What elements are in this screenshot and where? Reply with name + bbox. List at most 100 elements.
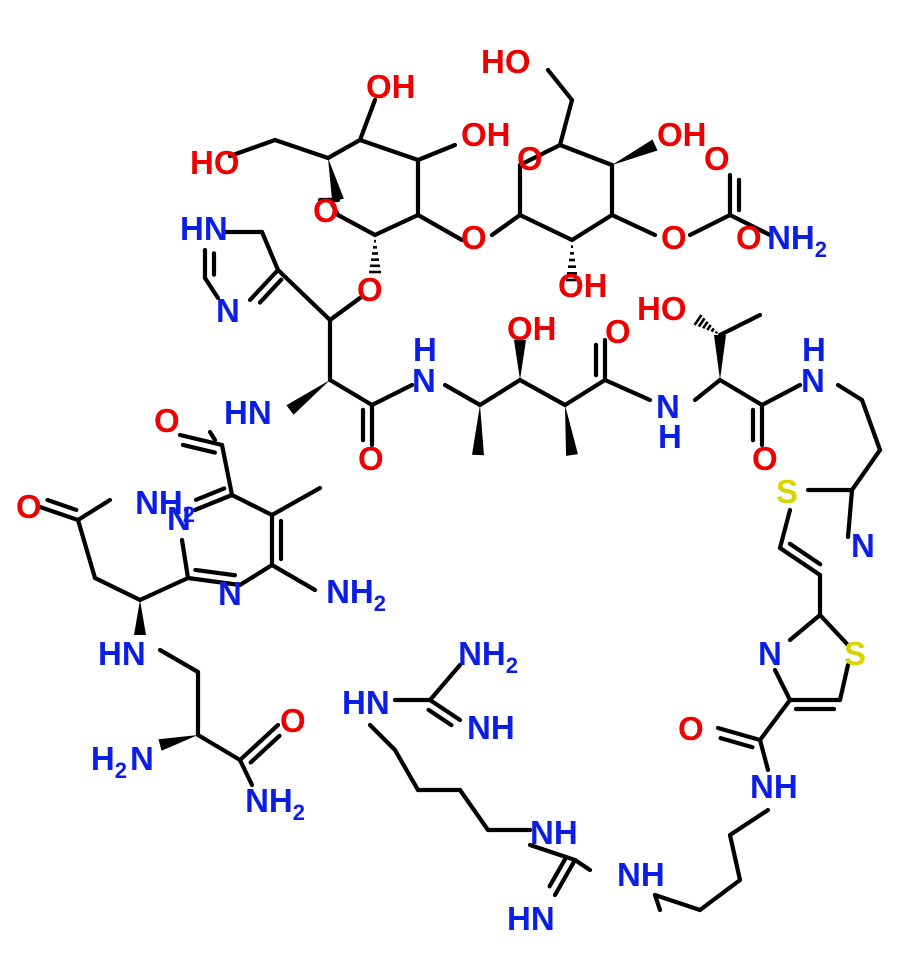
atom-label-o: HO <box>190 144 240 181</box>
bond <box>207 429 218 443</box>
bond <box>547 857 567 889</box>
wedge-bond <box>514 340 526 380</box>
atom-label-s: S <box>844 635 866 672</box>
bond <box>442 382 483 408</box>
atom-label-o: O <box>704 140 730 177</box>
bond <box>517 142 563 168</box>
atom-label-o: OH <box>461 116 511 153</box>
atom-label-n: N <box>801 362 825 399</box>
bond <box>92 575 143 603</box>
bond <box>727 212 773 238</box>
bond <box>837 662 851 703</box>
bond <box>835 382 865 403</box>
bond <box>787 541 823 567</box>
bond <box>717 312 763 338</box>
atom-label-o: O <box>736 219 762 256</box>
bond <box>192 492 235 513</box>
atom-label-n: H <box>658 418 682 455</box>
bond <box>195 732 243 763</box>
hash-bond <box>706 324 712 331</box>
bond <box>369 382 415 408</box>
atom-label-o: O <box>461 219 487 256</box>
atom-label-n: N <box>216 292 240 329</box>
bond <box>185 575 243 588</box>
atom-label-n: NH2 <box>135 484 195 527</box>
wedge-bond <box>134 600 146 635</box>
atom-label-n: HN <box>224 394 272 431</box>
bond <box>415 142 458 163</box>
atom-label-o: HO <box>481 43 531 80</box>
bond <box>157 647 201 675</box>
atom-label-n: NH <box>750 768 798 805</box>
bond <box>219 442 235 498</box>
bond <box>415 212 465 243</box>
bond <box>757 737 771 773</box>
bond <box>269 562 318 593</box>
bond <box>269 485 323 518</box>
bond <box>517 377 568 408</box>
bond <box>45 497 79 513</box>
wedge-bond <box>714 335 726 380</box>
bond <box>715 725 763 743</box>
atom-label-n: H2 <box>91 740 127 783</box>
atom-label-n: N <box>167 500 191 537</box>
bond <box>845 487 855 540</box>
atom-label-n: HN <box>180 210 228 247</box>
atom-label-n: N <box>130 740 154 777</box>
bond <box>193 486 227 502</box>
bond <box>193 567 238 578</box>
wedge-bond <box>328 158 344 202</box>
atom-label-o: O <box>313 192 339 229</box>
atom-label-n: H <box>413 331 437 368</box>
bond <box>759 382 803 408</box>
atom-label-n: NH2 <box>767 219 827 262</box>
atom-label-n: N <box>656 388 680 425</box>
bond <box>177 432 225 448</box>
bond <box>602 377 653 403</box>
atom-label-o: OH <box>366 68 416 105</box>
atom-label-n: H <box>802 331 826 368</box>
atom-label-o: O <box>517 140 543 177</box>
bond <box>272 137 331 161</box>
bond <box>179 537 191 581</box>
bond <box>275 267 333 323</box>
bond <box>652 892 663 913</box>
bond-layer <box>37 67 883 913</box>
bond <box>562 377 608 408</box>
bond <box>202 275 221 301</box>
bond <box>237 722 281 763</box>
bond <box>557 142 615 168</box>
atom-label-o: O <box>358 440 384 477</box>
bond <box>859 397 883 453</box>
bond <box>569 212 615 243</box>
bond <box>75 517 98 581</box>
bond <box>137 575 191 603</box>
bond <box>227 137 278 159</box>
bond <box>489 212 523 238</box>
hash-bond <box>693 314 703 326</box>
bond <box>357 97 378 143</box>
bond <box>777 545 823 578</box>
bond <box>517 212 575 243</box>
bond <box>327 295 363 323</box>
bond <box>687 212 733 238</box>
bond <box>392 747 421 793</box>
bond <box>817 612 851 648</box>
bond <box>367 722 398 753</box>
atom-label-n: NH <box>617 856 665 893</box>
bond <box>527 842 578 863</box>
bond <box>75 497 113 523</box>
bond <box>237 757 255 788</box>
bond <box>237 562 275 588</box>
atom-label-n: NH <box>467 709 515 746</box>
atom-label-o: O <box>678 710 704 747</box>
bond <box>357 137 421 163</box>
bond <box>697 877 743 913</box>
atom-label-n: N <box>851 527 875 564</box>
bond <box>427 662 463 703</box>
atom-label-s: S <box>776 473 798 510</box>
wedge-bond <box>612 139 658 165</box>
bond <box>757 697 793 743</box>
bond <box>229 492 275 518</box>
